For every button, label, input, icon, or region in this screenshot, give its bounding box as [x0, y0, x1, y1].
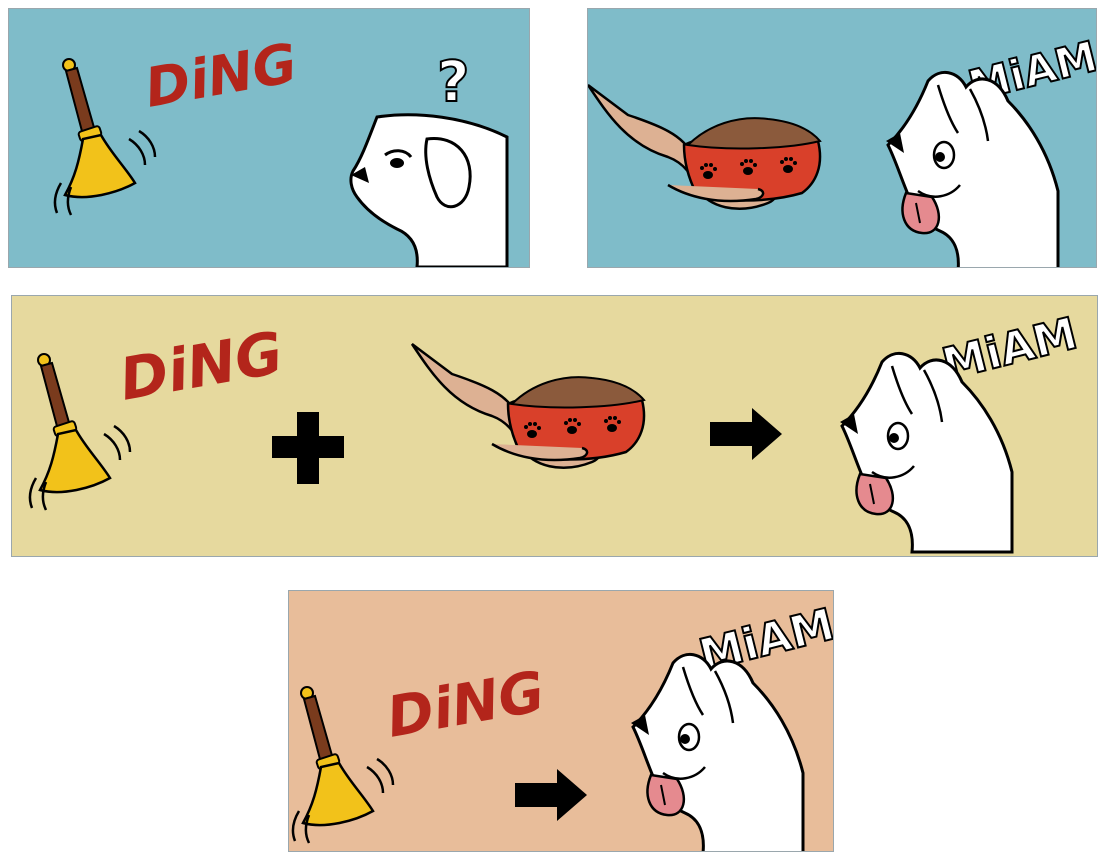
ding-text: DiNG: [140, 31, 301, 120]
dog-icon: [886, 72, 1058, 268]
plus-icon: [272, 412, 344, 484]
question-mark-icon: ?: [437, 50, 469, 115]
hand-bowl-icon: [412, 344, 644, 468]
panel-conditioning: DiNG MiAM: [11, 295, 1098, 557]
bell-icon: [293, 687, 393, 843]
arrow-right-icon: [710, 408, 782, 460]
dog-icon: [351, 115, 507, 267]
bell-icon: [30, 354, 130, 510]
bell-icon: [55, 59, 155, 215]
panel-bell-alone: DiNG ?: [8, 8, 530, 268]
dog-icon: [631, 654, 803, 852]
ding-text: DiNG: [115, 318, 289, 413]
arrow-right-icon: [515, 769, 587, 821]
hand-bowl-icon: [588, 85, 820, 209]
ding-text: DiNG: [382, 659, 549, 751]
panel-conditioned-response: DiNG MiAM: [288, 590, 834, 852]
panel-food-alone: MiAM: [587, 8, 1097, 268]
dog-icon: [840, 353, 1012, 552]
